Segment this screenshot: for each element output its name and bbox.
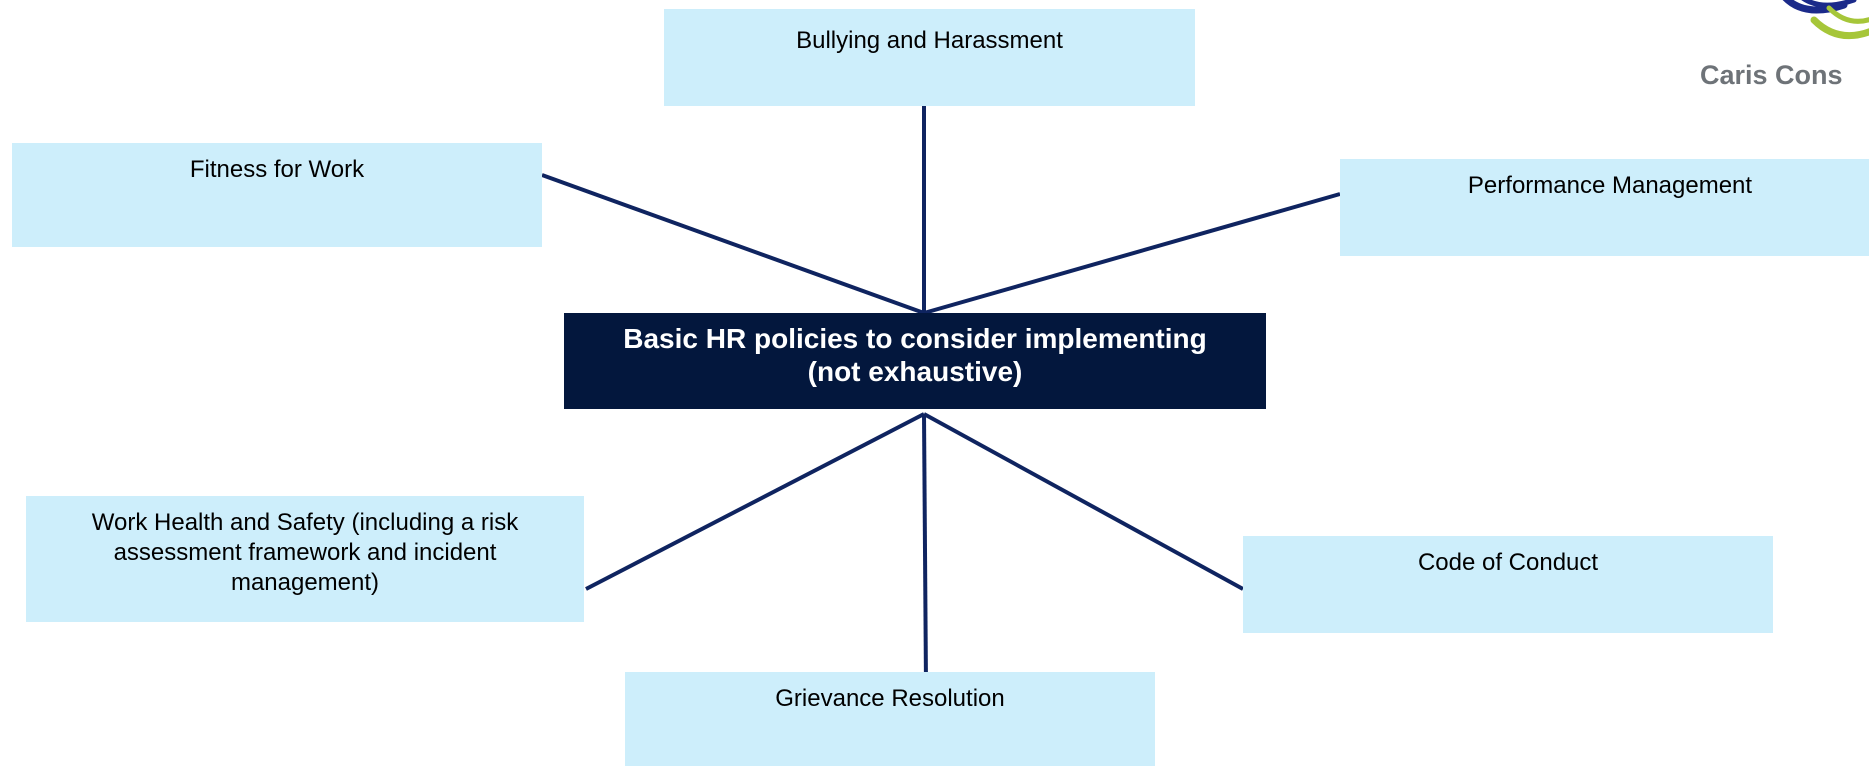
node-work-health-safety: Work Health and Safety (including a risk…	[26, 496, 584, 622]
logo-wordmark: Caris Cons	[1700, 60, 1843, 90]
node-code-of-conduct: Code of Conduct	[1243, 536, 1773, 633]
node-label: Bullying and Harassment	[796, 27, 1063, 54]
node-label: Fitness for Work	[189, 156, 365, 183]
node-label: Code of Conduct	[1417, 549, 1599, 576]
connector-grievance	[922, 413, 928, 687]
center-title-line2: (not exhaustive)	[807, 356, 1023, 387]
node-performance-management: Performance Management	[1340, 159, 1869, 256]
connector-conduct	[923, 412, 1244, 591]
node-grievance-resolution: Grievance Resolution	[625, 672, 1155, 766]
center-title-line1: Basic HR policies to consider implementi…	[623, 323, 1207, 354]
connector-fitness	[541, 173, 925, 315]
node-label: Grievance Resolution	[775, 685, 1005, 712]
connector-performance	[923, 192, 1341, 315]
node-label: Work Health and Safety (including a risk…	[91, 509, 519, 596]
connector-whs	[585, 412, 925, 591]
center-node: Basic HR policies to consider implementi…	[564, 313, 1266, 409]
node-label: Performance Management	[1467, 172, 1753, 199]
logo-swirl-icon	[1782, 0, 1869, 40]
node-fitness-for-work: Fitness for Work	[12, 143, 542, 247]
node-bullying-harassment: Bullying and Harassment	[664, 9, 1195, 106]
